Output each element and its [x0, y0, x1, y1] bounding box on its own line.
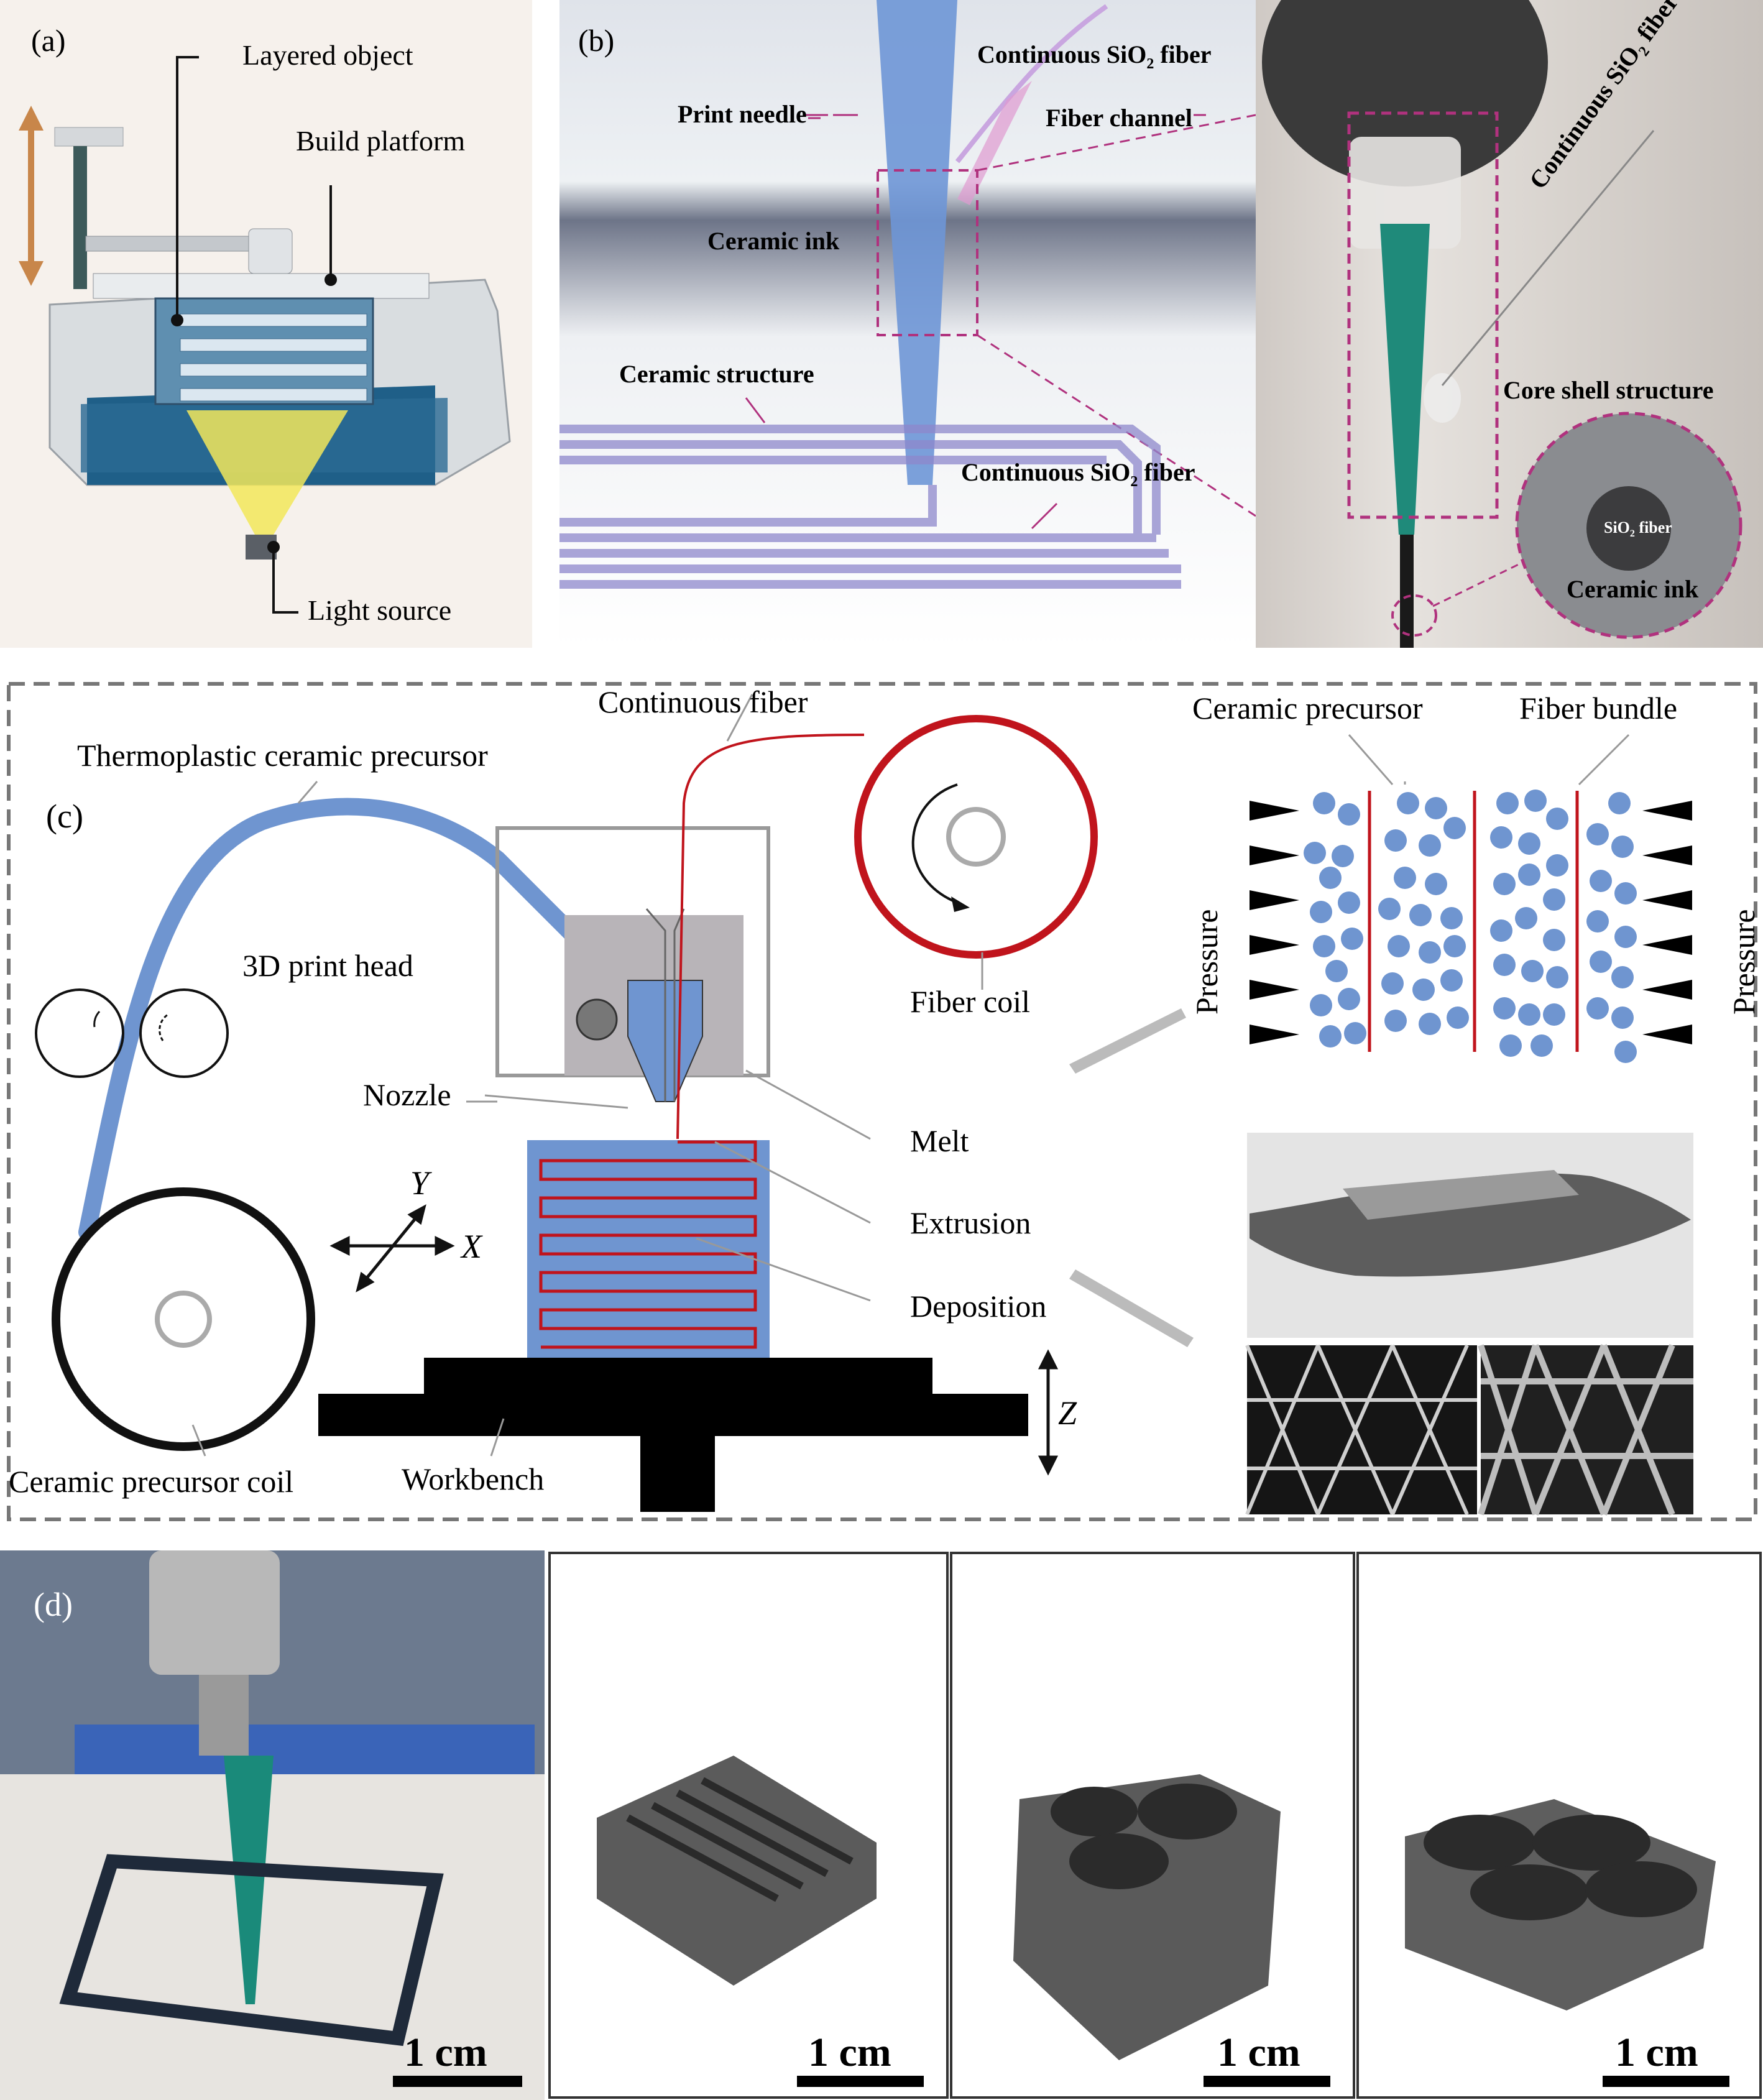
panel-a: (a) Layered object Build platform Light …: [0, 0, 532, 648]
precursor-coil: [52, 1187, 315, 1451]
panel-d-tag: (d): [34, 1586, 73, 1623]
continuous-fiber-line: [676, 734, 865, 1140]
label-pressure-left: Pressure: [1189, 909, 1224, 1015]
fiber-printing-photo: [1262, 0, 1742, 648]
stereolithography-illustration: [19, 56, 511, 614]
label-core-shell: Core shell structure: [1503, 376, 1714, 404]
label-thermoplastic: Thermoplastic ceramic precursor: [77, 738, 488, 773]
label-print-head: 3D print head: [242, 948, 413, 983]
panel-c-tag: (c): [46, 798, 83, 835]
workbench: [318, 1358, 1028, 1512]
printed-product-photos: [1245, 1133, 1693, 1516]
label-pressure-right: Pressure: [1726, 909, 1761, 1015]
scale-label-4: 1 cm: [1615, 2030, 1698, 2075]
up-down-arrow-icon: [19, 106, 44, 286]
label-layered-object: Layered object: [242, 39, 413, 71]
label-ceramic-ink: Ceramic ink: [707, 227, 840, 255]
ceramic-structure: [559, 425, 1181, 589]
scale-label-2: 1 cm: [808, 2030, 891, 2075]
printed-samples-photos: [0, 1550, 1762, 2100]
fiber-label-tail: fiber: [1154, 40, 1212, 68]
label-melt: Melt: [910, 1123, 969, 1158]
label-workbench: Workbench: [402, 1462, 545, 1496]
label-continuous-fiber-bottom: Continuous SiO2 fiber: [961, 458, 1195, 490]
label-build-platform: Build platform: [296, 125, 466, 157]
label-ceramic-precursor: Ceramic precursor: [1192, 691, 1423, 725]
dashed-border: [7, 682, 1757, 1521]
fiber-label-text: Continuous SiO: [977, 40, 1147, 68]
printed-part: [527, 1140, 770, 1358]
label-ceramic-ink-circle: Ceramic ink: [1567, 575, 1699, 603]
label-axis-y: Y: [410, 1164, 430, 1202]
panel-b-tag: (b): [578, 23, 615, 58]
sio2-fiber-core: [1586, 486, 1671, 571]
box-sample-large: [1405, 1799, 1716, 2010]
label-fiber-channel: Fiber channel: [1046, 104, 1192, 132]
fiber-printing-schematic: [559, 0, 1256, 589]
label-precursor-coil: Ceramic precursor coil: [9, 1464, 294, 1499]
lattice-sample: [597, 1756, 877, 1986]
label-continuous-fiber-top: Continuous SiO2 fiber: [977, 40, 1212, 73]
pressure-schematic: [1250, 790, 1692, 1063]
zoom-box: [877, 169, 978, 336]
scale-bar-2: [797, 2076, 924, 2087]
sio2-label-tail: fiber: [1634, 518, 1672, 537]
label-axis-z: Z: [1058, 1394, 1077, 1432]
scale-label-3: 1 cm: [1217, 2030, 1300, 2075]
label-fiber-bundle: Fiber bundle: [1519, 691, 1678, 725]
label-ceramic-structure: Ceramic structure: [619, 360, 814, 388]
label-continuous-fiber: Continuous fiber: [598, 684, 808, 719]
label-deposition: Deposition: [910, 1289, 1047, 1324]
label-extrusion: Extrusion: [910, 1205, 1031, 1240]
panel-c: Continuous fiber Thermoplastic ceramic p…: [0, 679, 1763, 1526]
fiber-coil: [854, 715, 1098, 959]
panel-b-schematic: Print needle Continuous SiO2 fiber Fiber…: [559, 0, 1256, 648]
precursor-filament: [78, 798, 674, 1241]
sio2-label-text: SiO: [1604, 518, 1630, 537]
scale-bar-4: [1603, 2076, 1729, 2087]
label-print-needle: Print needle: [678, 100, 807, 128]
fiber-fdm-diagram: [7, 682, 1757, 1521]
label-sio2-fiber: SiO2 fiber: [1604, 518, 1672, 540]
print-needle-shape: [877, 0, 957, 485]
label-light-source: Light source: [308, 594, 452, 626]
scale-label-1: 1 cm: [404, 2030, 487, 2075]
sio2-label-sub: 2: [1629, 528, 1635, 540]
xyz-axes: [329, 1204, 1059, 1476]
box-sample-small: [1013, 1774, 1281, 2060]
fiber-label-tail: fiber: [1138, 458, 1195, 486]
fiber-label-sub: 2: [1130, 474, 1138, 490]
scale-bar-1: [393, 2076, 522, 2087]
label-nozzle: Nozzle: [363, 1077, 451, 1112]
fiber-label-text: Continuous SiO: [961, 458, 1131, 486]
fiber-label-sub: 2: [1146, 56, 1154, 72]
panel-a-tag: (a): [31, 23, 66, 58]
fiber-raster-path: [539, 1140, 757, 1349]
feed-roller-left: [35, 988, 124, 1078]
scale-bar-3: [1204, 2076, 1330, 2087]
label-axis-x: X: [461, 1228, 482, 1265]
feed-roller-right: [139, 988, 229, 1078]
label-fiber-coil: Fiber coil: [910, 984, 1031, 1019]
panel-b-photo: Continuous SiO2 fiber Core shell structu…: [1256, 0, 1763, 648]
panel-d: (d) 1 cm 1 cm 1 cm 1 cm: [0, 1550, 1763, 2100]
